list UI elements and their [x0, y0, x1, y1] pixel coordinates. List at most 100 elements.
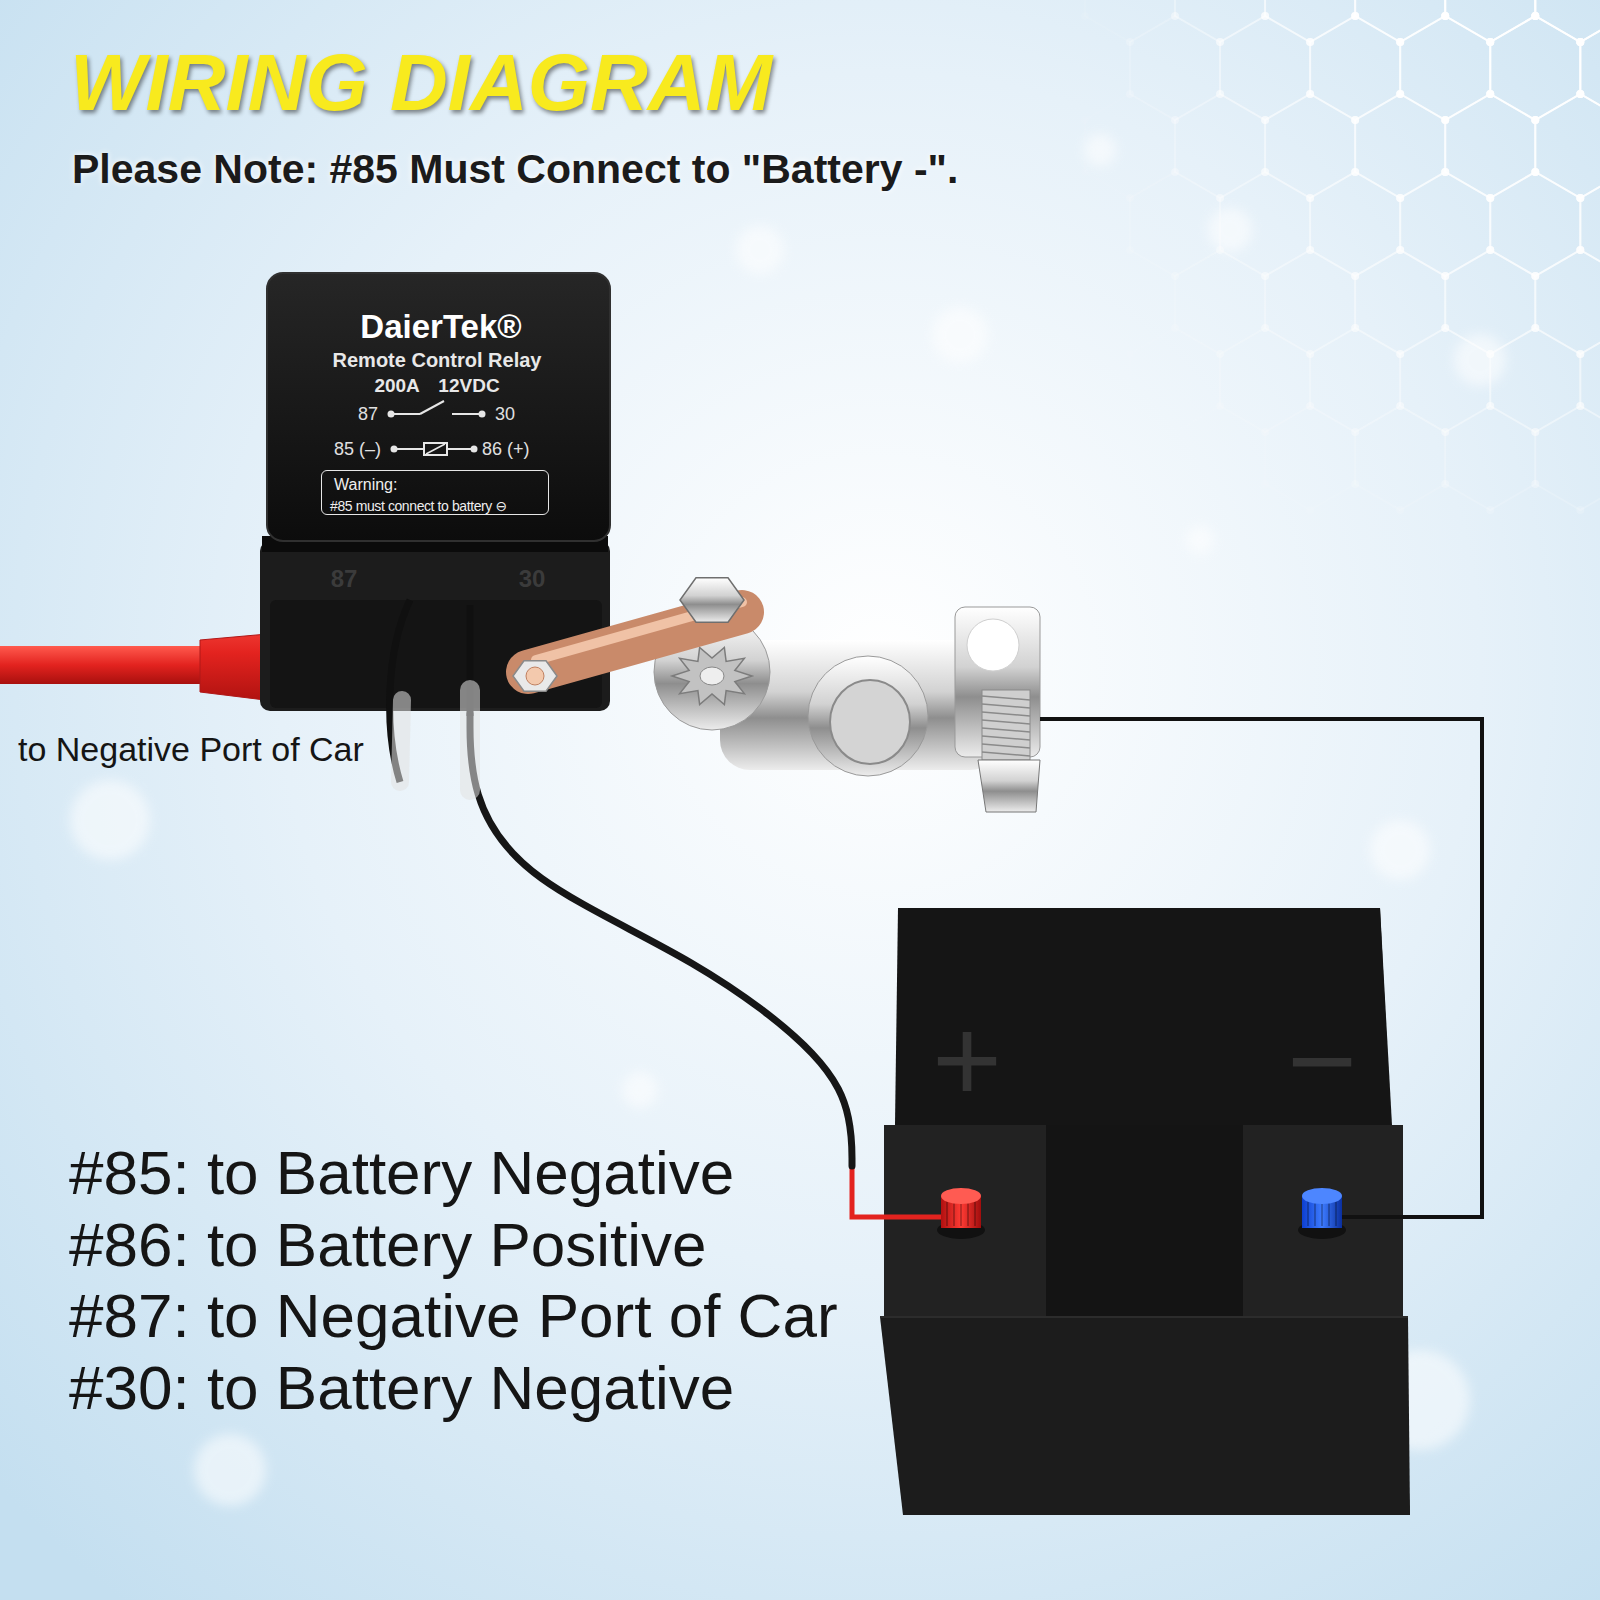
- hexagon-dot: [1531, 324, 1539, 332]
- hexagon-dot: [1441, 168, 1449, 176]
- hexagon-dot: [1576, 350, 1584, 358]
- hexagon-dot: [1576, 38, 1584, 46]
- text-slot: 85 (–): [334, 439, 381, 460]
- hexagon-dot: [1216, 90, 1224, 98]
- hexagon-pattern: [1310, 16, 1400, 120]
- hexagon-dot: [1171, 168, 1179, 176]
- hexagon-pattern: [1355, 0, 1445, 42]
- text-slot: −: [1287, 991, 1357, 1129]
- pin-note: #86: to Battery Positive: [69, 1209, 707, 1280]
- clamp-top-nut: [680, 578, 744, 622]
- hexagon-dot: [1441, 272, 1449, 280]
- hexagon-dot: [1576, 194, 1584, 202]
- terminal-nut: [513, 661, 557, 691]
- bokeh-dot: [194, 1434, 266, 1506]
- hexagon-dot: [1486, 38, 1494, 46]
- node-text: 30: [495, 404, 515, 425]
- hexagon-dot: [1306, 194, 1314, 202]
- hexagon-dot: [1396, 194, 1404, 202]
- hexagon-dot: [1216, 38, 1224, 46]
- node-text: −: [1287, 991, 1357, 1129]
- thread-line: [982, 720, 1030, 724]
- hexagon-dot: [1306, 194, 1314, 202]
- hexagon-dot: [1396, 38, 1404, 46]
- hexagon-dot: [1531, 480, 1539, 488]
- hexagon-pattern: [1490, 172, 1580, 276]
- hexagon-dot: [1261, 428, 1269, 436]
- terminal-number: 87: [331, 565, 358, 593]
- hexagon-dot: [1216, 246, 1224, 254]
- text-slot: #85: to Battery Negative: [69, 1137, 734, 1208]
- hexagon-dot: [1261, 480, 1269, 488]
- hexagon-dot: [1306, 194, 1314, 202]
- hexagon-pattern: [1265, 250, 1355, 354]
- hexagon-dot: [1396, 38, 1404, 46]
- hexagon-dot: [1171, 168, 1179, 176]
- text-slot: #30: to Battery Negative: [69, 1352, 734, 1423]
- hexagon-dot: [1396, 38, 1404, 46]
- hexagon-dot: [1396, 402, 1404, 410]
- hexagon-pattern: [1535, 406, 1600, 510]
- hexagon-dot: [1261, 116, 1269, 124]
- clamp-ring: [808, 656, 928, 776]
- hexagon-dot: [1351, 272, 1359, 280]
- terminal-stud: [526, 667, 544, 685]
- hexagon-dot: [1576, 402, 1584, 410]
- hexagon-dot: [1306, 402, 1314, 410]
- hexagon-dot: [1441, 428, 1449, 436]
- hexagon-dot: [1576, 246, 1584, 254]
- hexagon-dot: [1531, 116, 1539, 124]
- hexagon-dot: [1126, 38, 1134, 46]
- battery-ridge: [1046, 1125, 1243, 1317]
- hexagon-dot: [1126, 90, 1134, 98]
- hexagon-dot: [1396, 246, 1404, 254]
- hexagon-dot: [1171, 272, 1179, 280]
- hexagon-dot: [1396, 90, 1404, 98]
- hexagon-dot: [1261, 12, 1269, 20]
- hexagon-dot: [1486, 246, 1494, 254]
- hexagon-dot: [1216, 90, 1224, 98]
- hexagon-dot: [1576, 506, 1584, 514]
- hexagon-pattern: [1355, 250, 1445, 354]
- thread-line: [982, 736, 1030, 740]
- hexagon-dot: [1081, 116, 1089, 124]
- hexagon-dot: [1171, 116, 1179, 124]
- battery-recess: [1243, 1125, 1403, 1317]
- hexagon-dot: [1486, 246, 1494, 254]
- red-cable: [0, 646, 220, 684]
- hexagon-dot: [1531, 272, 1539, 280]
- hexagon-dot: [1126, 402, 1134, 410]
- hexagon-dot: [1261, 428, 1269, 436]
- coil-symbol: [424, 443, 447, 455]
- hexagon-pattern: [1130, 172, 1220, 276]
- heat-shrink: [400, 700, 402, 782]
- text-slot: DaierTek®: [360, 308, 521, 346]
- text-slot: to Negative Port of Car: [18, 730, 364, 769]
- hexagon-dot: [1351, 116, 1359, 124]
- hexagon-dot: [1171, 12, 1179, 20]
- hexagon-dot: [1531, 428, 1539, 436]
- hexagon-pattern: [1130, 16, 1220, 120]
- negative-wire: [1040, 719, 1482, 1217]
- hexagon-dot: [1171, 428, 1179, 436]
- hexagon-dot: [1396, 90, 1404, 98]
- text-slot: Warning:: [334, 476, 397, 494]
- hexagon-dot: [1486, 38, 1494, 46]
- text-slot: Please Note: #85 Must Connect to "Batter…: [72, 146, 958, 193]
- coil-symbol: [426, 444, 445, 454]
- hexagon-dot: [1261, 168, 1269, 176]
- hexagon-pattern: [1175, 250, 1265, 354]
- hexagon-dot: [1531, 272, 1539, 280]
- clamp-thread: [982, 690, 1030, 760]
- hexagon-pattern: [1355, 94, 1445, 198]
- hexagon-dot: [1576, 194, 1584, 202]
- hexagon-dot: [1531, 324, 1539, 332]
- hexagon-dot: [1216, 38, 1224, 46]
- hexagon-dot: [1081, 168, 1089, 176]
- hexagon-dot: [1126, 194, 1134, 202]
- hexagon-pattern: [1265, 0, 1355, 42]
- hexagon-dot: [1171, 324, 1179, 332]
- bokeh-dot: [622, 1072, 658, 1108]
- hexagon-dot: [1216, 402, 1224, 410]
